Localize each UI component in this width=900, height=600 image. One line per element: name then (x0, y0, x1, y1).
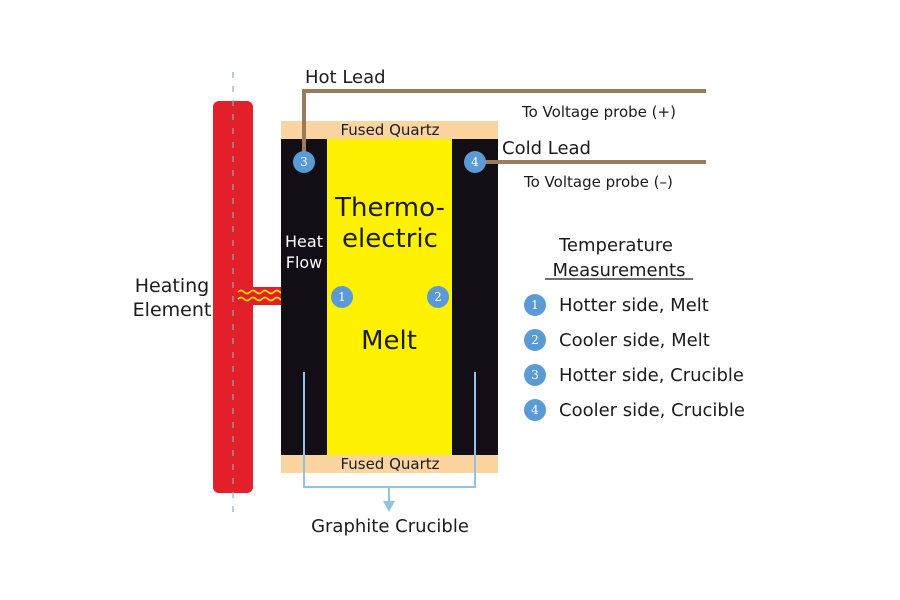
marker-4: 4 (464, 151, 486, 173)
legend-item-4-number: 4 (531, 403, 539, 417)
marker-2: 2 (427, 286, 449, 308)
marker-4-number: 4 (471, 155, 479, 169)
marker-1: 1 (331, 286, 353, 308)
fused-quartz-bottom (281, 455, 498, 473)
fused-quartz-top-label: Fused Quartz (340, 121, 439, 139)
legend-item-1-number: 1 (531, 298, 539, 312)
heat-wave-2 (237, 296, 287, 302)
legend-item-3-number: 3 (531, 368, 539, 382)
heating-element-label-1: Heating (135, 275, 209, 297)
marker-2-number: 2 (434, 290, 442, 304)
marker-3: 3 (293, 151, 315, 173)
legend-item-3-text: Hotter side, Crucible (559, 365, 744, 386)
melt-label-2: electric (342, 224, 438, 254)
cold-lead-label: Cold Lead (502, 138, 591, 159)
fused-quartz-top (281, 121, 498, 139)
melt-label-1: Thermo- (334, 193, 445, 223)
hot-probe-label: To Voltage probe (+) (521, 103, 676, 121)
melt-label-3: Melt (361, 326, 417, 356)
legend-title-1: Temperature (558, 235, 673, 256)
crucible-bracket-arrowhead (383, 501, 395, 512)
legend-item-1-text: Hotter side, Melt (559, 295, 709, 316)
legend-item-4-text: Cooler side, Crucible (559, 400, 745, 421)
legend-item-2-number: 2 (531, 333, 539, 347)
heat-flow-label-1: Heat (285, 232, 323, 251)
heating-element-label-2: Element (133, 299, 212, 321)
fused-quartz-bottom-label: Fused Quartz (340, 455, 439, 473)
legend-title-2: Measurements (553, 260, 686, 281)
heat-wave-1 (237, 289, 287, 295)
marker-1-number: 1 (338, 290, 346, 304)
graphite-crucible-label: Graphite Crucible (311, 516, 469, 537)
marker-3-number: 3 (300, 155, 308, 169)
legend-item-2-text: Cooler side, Melt (559, 330, 710, 351)
legend-item-1: 1 Hotter side, Melt (524, 294, 709, 316)
cold-probe-label: To Voltage probe (–) (523, 173, 673, 191)
legend-item-4: 4 Cooler side, Crucible (524, 399, 745, 421)
legend-item-2: 2 Cooler side, Melt (524, 329, 710, 351)
heat-flow-label-2: Flow (286, 253, 323, 272)
legend-item-3: 3 Hotter side, Crucible (524, 364, 744, 386)
hot-lead-label: Hot Lead (305, 67, 386, 88)
hot-lead-wire (302, 89, 706, 162)
